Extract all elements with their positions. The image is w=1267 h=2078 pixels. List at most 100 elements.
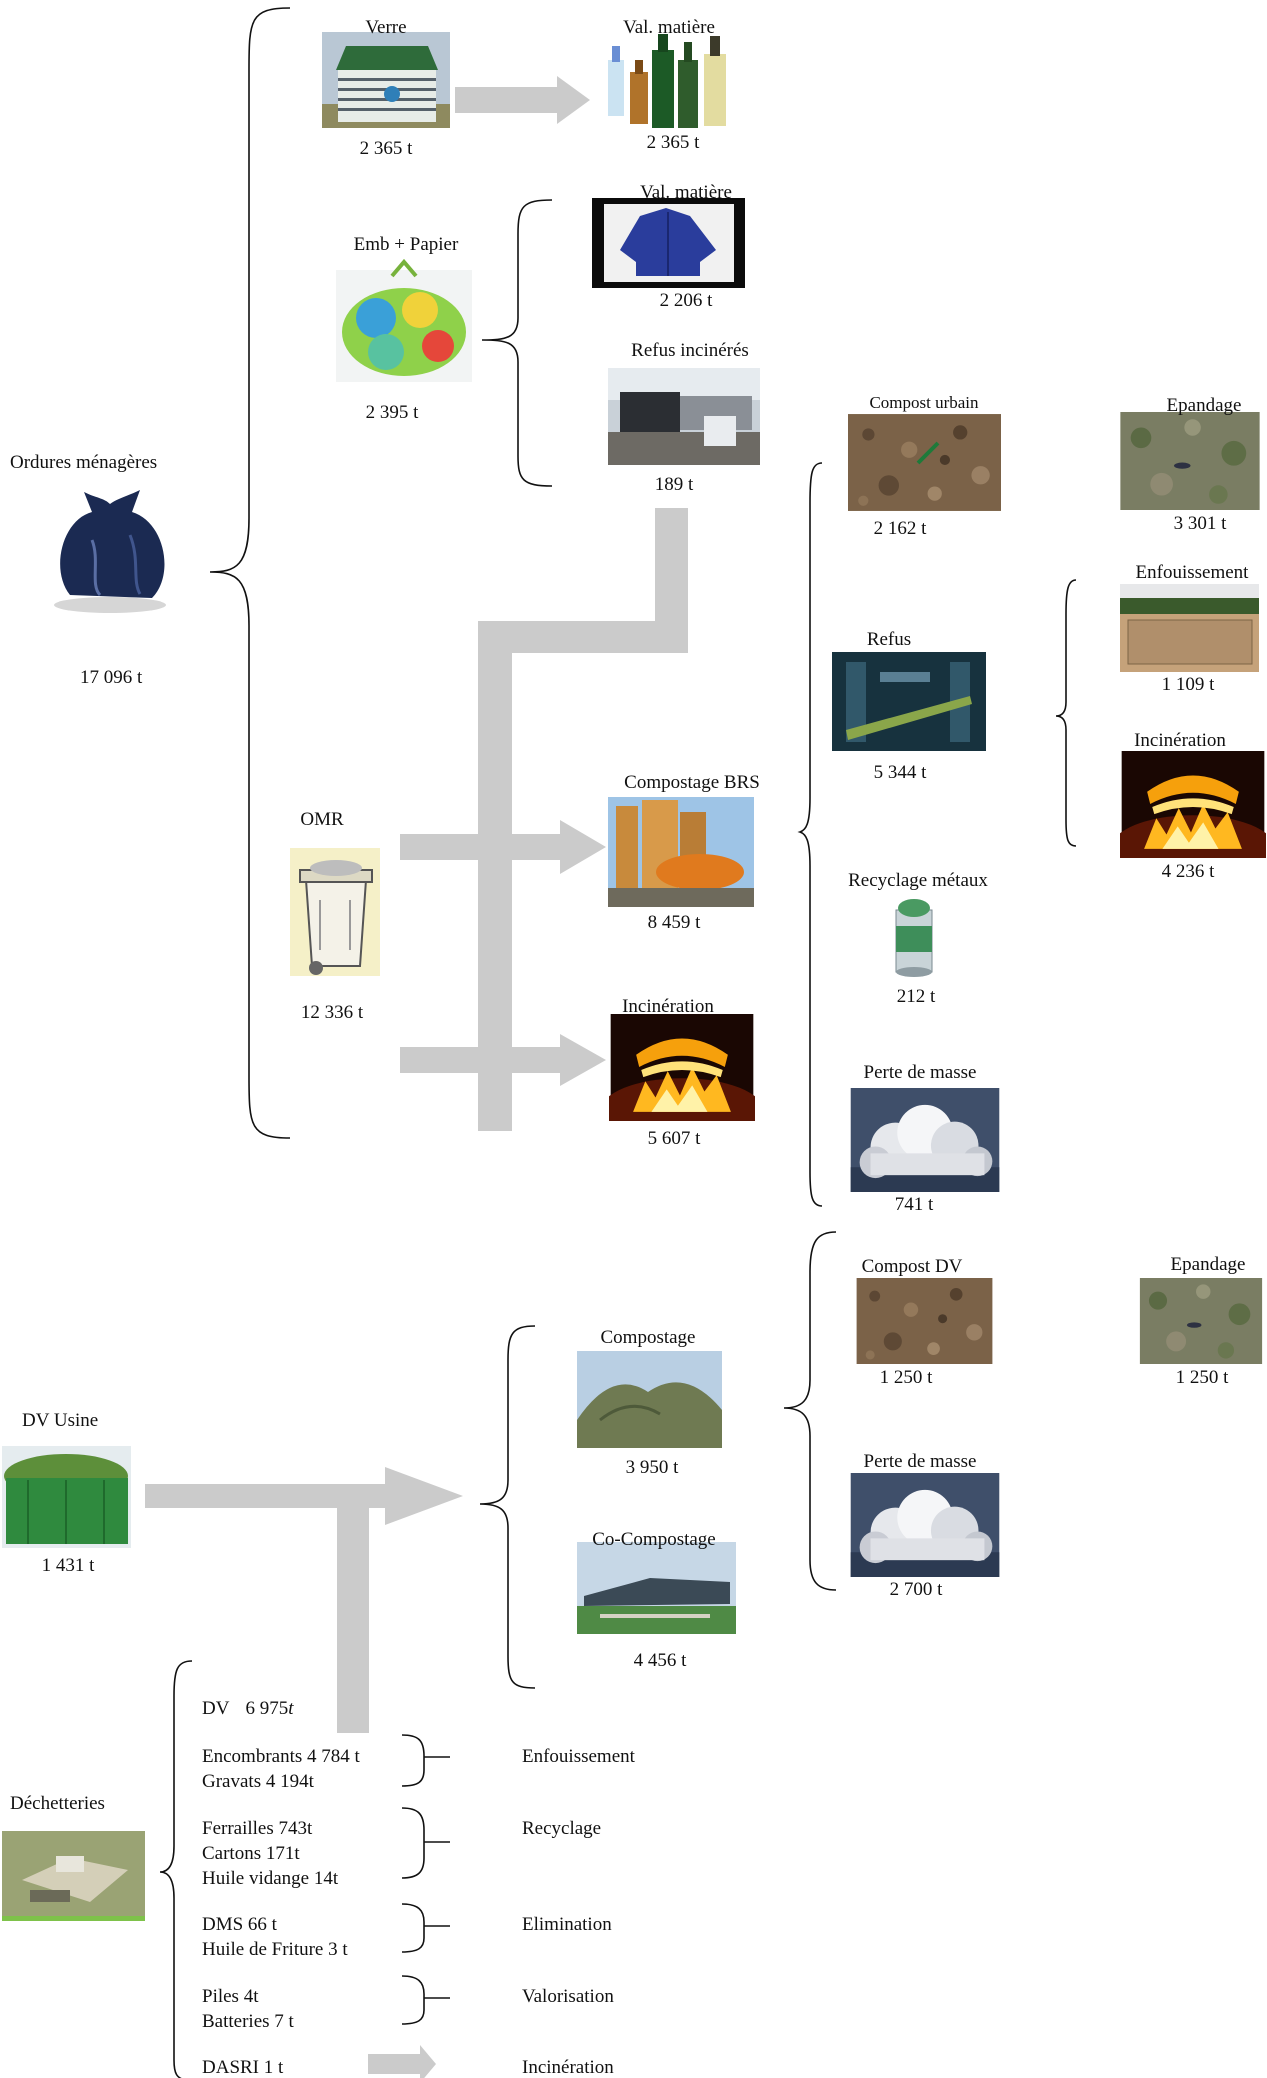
omr-incineration-flame-image <box>600 1014 763 1143</box>
compostage-windrow-image <box>577 1351 722 1448</box>
arrow-omr-to-incineration <box>400 1034 606 1086</box>
arrow-dasri-to-incineration <box>368 2045 436 2078</box>
group-2-line-3: Huile vidange 14t <box>202 1868 339 1889</box>
epandage-field-image <box>1120 412 1259 510</box>
brace-brs-outputs <box>797 462 823 1207</box>
bottles-image <box>596 30 736 132</box>
compost-urbain-label: Compost urbain <box>869 393 979 412</box>
refus-facility-image <box>608 368 760 465</box>
group-4-line-2: Batteries 7 t <box>202 2011 295 2032</box>
verre-container-image <box>322 32 450 128</box>
dv-epandage-amount: 1 250 t <box>1176 1367 1230 1388</box>
refus-label: Refus <box>867 629 911 650</box>
dv-perte-de-masse-label: Perte de masse <box>864 1451 977 1472</box>
group-2-line-2: Cartons 171t <box>202 1843 300 1864</box>
fleece-jacket-image <box>592 198 745 288</box>
omr-amount: 12 336 t <box>301 1002 364 1023</box>
brace-compostage-outputs <box>783 1231 837 1591</box>
omr-label: OMR <box>300 809 344 830</box>
recyclage-metaux-label: Recyclage métaux <box>848 870 988 891</box>
emb-refus-amount: 189 t <box>655 474 694 495</box>
landfill-image <box>1120 584 1259 672</box>
perte-de-masse-label: Perte de masse <box>864 1062 977 1083</box>
brace-refus-outputs <box>1055 579 1077 847</box>
decheteries-dv-line: DV 6 975t <box>202 1698 294 1719</box>
compost-dv-label: Compost DV <box>862 1256 963 1277</box>
recycling-bags-image <box>336 258 472 382</box>
trash-bin-image <box>290 848 380 976</box>
brace-group-recyclage <box>401 1807 450 1879</box>
group-2-line-1: Ferrailles 743t <box>202 1818 313 1839</box>
co-compostage-label: Co-Compostage <box>592 1529 716 1550</box>
group-3-dest: Elimination <box>522 1914 612 1935</box>
garbage-bag-image <box>54 490 166 613</box>
enfouissement-label: Enfouissement <box>1136 562 1250 583</box>
dasri-dest: Incinération <box>522 2057 614 2078</box>
group-4-line-1: Piles 4t <box>202 1986 259 2007</box>
tin-can-image <box>895 899 933 977</box>
flow-arrows <box>145 76 688 2078</box>
dv-compostage-label: Compostage <box>601 1327 696 1348</box>
refus-conveyor-image <box>832 652 986 751</box>
dasri-line: DASRI 1 t <box>202 2057 284 2078</box>
brace-decheteries <box>159 1660 193 2078</box>
arrow-dv-usine-to-compostage <box>145 1467 463 1525</box>
omr-incineration-amount: 5 607 t <box>648 1128 702 1149</box>
arrow-omr-to-compostage <box>400 820 606 874</box>
epandage-amount: 3 301 t <box>1174 513 1228 534</box>
emb-amount: 2 395 t <box>366 402 420 423</box>
decheteries-dv-name: DV <box>202 1698 230 1719</box>
dv-perte-de-masse-cloud-image <box>851 1473 1000 1577</box>
decheteries-aerial-image <box>2 1831 145 1921</box>
enfouissement-amount: 1 109 t <box>1162 674 1216 695</box>
group-1-line-2: Gravats 4 194t <box>202 1771 315 1792</box>
perte-de-masse-amount: 741 t <box>895 1194 934 1215</box>
omr-compostage-label: Compostage BRS <box>624 772 760 793</box>
perte-de-masse-cloud-image <box>851 1088 1000 1192</box>
group-3-line-1: DMS 66 t <box>202 1914 278 1935</box>
brace-group-enfouissement <box>401 1734 450 1787</box>
brace-dv-usine <box>479 1325 536 1689</box>
verre-dest-label: Val. matière <box>623 17 715 38</box>
verre-label: Verre <box>365 17 406 38</box>
compost-dv-image <box>857 1278 993 1364</box>
decheteries-dv-amount: 6 975 <box>245 1698 288 1719</box>
co-compostage-building-image <box>577 1542 736 1634</box>
emb-label: Emb + Papier <box>354 234 459 255</box>
omr-compostage-amount: 8 459 t <box>648 912 702 933</box>
arrow-verre-to-valorisation <box>455 76 590 124</box>
dv-compostage-amount: 3 950 t <box>626 1457 680 1478</box>
brace-ordures <box>209 7 291 1139</box>
group-3-line-2: Huile de Friture 3 t <box>202 1939 348 1960</box>
co-compostage-amount: 4 456 t <box>634 1650 688 1671</box>
brs-incineration-amount: 4 236 t <box>1162 861 1216 882</box>
compostage-brs-plant-image <box>608 797 754 907</box>
group-2-dest: Recyclage <box>522 1818 601 1839</box>
brs-incineration-label: Incinération <box>1134 730 1226 751</box>
root-total: 17 096 t <box>80 667 143 688</box>
decheteries-dv-unit: t <box>288 1698 294 1719</box>
dv-epandage-label: Epandage <box>1171 1254 1246 1275</box>
compost-dv-amount: 1 250 t <box>880 1367 934 1388</box>
brace-emb-papier <box>481 199 553 487</box>
recyclage-metaux-amount: 212 t <box>897 986 936 1007</box>
dv-dumpster-image <box>2 1446 131 1548</box>
compost-urbain-image <box>848 414 1001 511</box>
dv-usine-label: DV Usine <box>22 1410 98 1431</box>
omr-incineration-label: Incinération <box>622 996 714 1017</box>
dv-usine-amount: 1 431 t <box>42 1555 96 1576</box>
emb-val-amount: 2 206 t <box>660 290 714 311</box>
emb-refus-label: Refus incinérés <box>631 340 749 361</box>
braces <box>159 7 1077 2078</box>
verre-dest-amount: 2 365 t <box>647 132 701 153</box>
pipe-decheteries-dv <box>337 1497 369 1733</box>
group-4-dest: Valorisation <box>522 1986 614 2007</box>
root-label: Ordures ménagères <box>10 452 157 473</box>
group-1-dest: Enfouissement <box>522 1746 636 1767</box>
refus-amount: 5 344 t <box>874 762 928 783</box>
dv-epandage-field-image <box>1140 1278 1262 1364</box>
emb-val-label: Val. matière <box>640 182 732 203</box>
verre-amount: 2 365 t <box>360 138 414 159</box>
decheteries-label: Déchetteries <box>10 1793 105 1814</box>
